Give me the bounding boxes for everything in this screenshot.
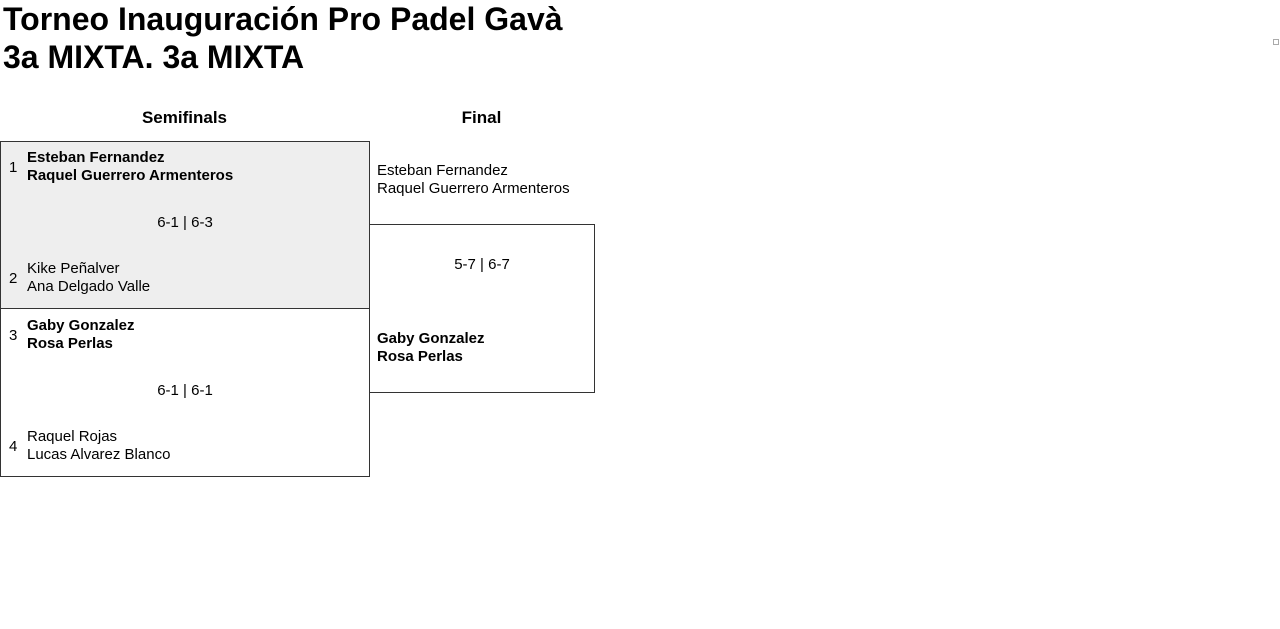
small-checkbox[interactable] <box>1273 39 1279 45</box>
round-header-semifinals: Semifinals <box>141 108 228 127</box>
category-name: 3a MIXTA. 3a MIXTA <box>3 39 305 75</box>
seed: 1 <box>9 159 18 176</box>
match-score: 5-7 | 6-7 <box>454 256 510 273</box>
seed: 4 <box>9 438 18 455</box>
seed: 2 <box>9 270 18 287</box>
seed: 3 <box>9 327 18 344</box>
round-header-final: Final <box>461 108 502 127</box>
match-score: 6-1 | 6-3 <box>157 214 213 231</box>
match-score: 6-1 | 6-1 <box>157 382 213 399</box>
tournament-name: Torneo Inauguración Pro Padel Gavà <box>3 1 563 37</box>
